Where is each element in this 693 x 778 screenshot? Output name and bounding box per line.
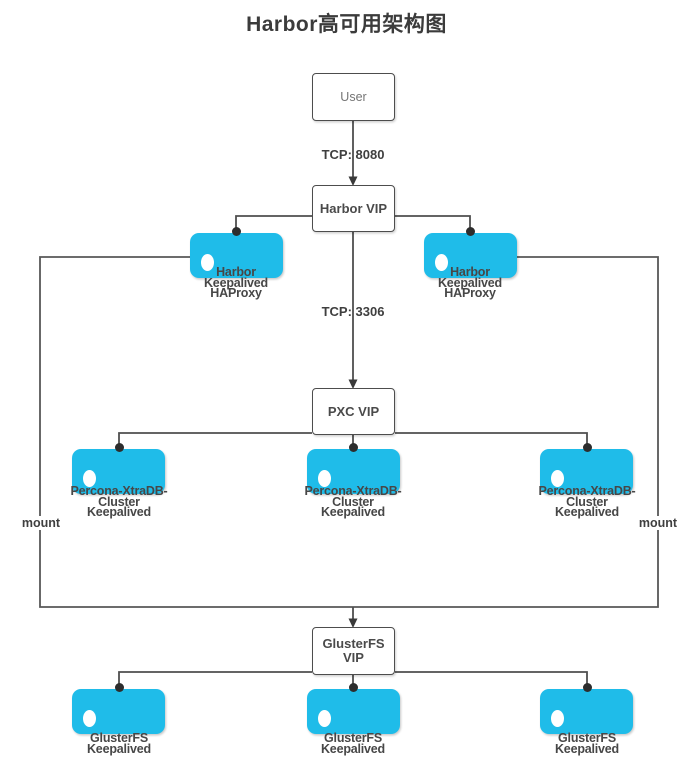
server-led-icon xyxy=(318,710,331,727)
server-icon-percona-left xyxy=(72,449,165,494)
junction-dot xyxy=(231,226,241,236)
server-led-icon xyxy=(201,254,214,271)
junction-dot xyxy=(582,443,592,452)
server-led-icon xyxy=(83,710,96,727)
edge-glustervip-left-server xyxy=(118,671,312,688)
arrowhead-harborvip xyxy=(348,176,358,186)
diagram-title: Harbor高可用架构图 xyxy=(246,13,447,36)
mount-label-left: mount xyxy=(19,516,63,530)
server-icon-glusterfs-left xyxy=(72,689,165,734)
server-icon-glusterfs-right xyxy=(540,689,633,734)
server-led-icon xyxy=(318,470,331,487)
server-label-glusterfs-right: GlusterFS Keepalived xyxy=(554,731,619,756)
server-icon-harbor-right xyxy=(424,233,517,278)
junction-dot xyxy=(114,443,124,452)
node-pxc-vip: PXC VIP xyxy=(312,388,395,435)
edge-glustervip-right-server xyxy=(395,671,588,688)
edge-pxcvip-left-server xyxy=(118,432,312,448)
server-led-icon xyxy=(551,710,564,727)
edge-harborvip-right-server xyxy=(395,215,471,231)
junction-dot xyxy=(465,226,475,236)
server-label-harbor-left: Harbor Keepalived HAProxy xyxy=(203,265,268,300)
edge-enclosure-rect xyxy=(39,256,659,608)
junction-dot xyxy=(582,683,592,692)
arrowhead-glustervip xyxy=(348,618,358,628)
server-icon-percona-right xyxy=(540,449,633,494)
server-icon-percona-mid xyxy=(307,449,400,494)
server-label-glusterfs-left: GlusterFS Keepalived xyxy=(86,731,151,756)
server-label-percona-right: Percona-XtraDB- Cluster Keepalived xyxy=(538,484,636,519)
server-label-percona-mid: Percona-XtraDB- Cluster Keepalived xyxy=(304,484,402,519)
arrowhead-pxcvip xyxy=(348,379,358,389)
server-icon-harbor-left xyxy=(190,233,283,278)
server-led-icon xyxy=(83,470,96,487)
edge-harborvip-left-server xyxy=(235,215,312,231)
junction-dot xyxy=(114,683,124,692)
edge-label-tcp-8080: TCP: 8080 xyxy=(321,147,385,162)
server-led-icon xyxy=(551,470,564,487)
server-label-harbor-right: Harbor Keepalived HAProxy xyxy=(437,265,502,300)
server-label-glusterfs-mid: GlusterFS Keepalived xyxy=(320,731,385,756)
node-user: User xyxy=(312,73,395,121)
server-icon-glusterfs-mid xyxy=(307,689,400,734)
server-led-icon xyxy=(435,254,448,271)
junction-dot xyxy=(348,683,358,692)
edge-label-tcp-3306: TCP: 3306 xyxy=(321,304,385,319)
node-harbor-vip: Harbor VIP xyxy=(312,185,395,232)
junction-dot xyxy=(348,443,358,452)
node-glusterfs-vip: GlusterFS VIP xyxy=(312,627,395,675)
server-label-percona-left: Percona-XtraDB- Cluster Keepalived xyxy=(70,484,168,519)
mount-label-right: mount xyxy=(636,516,680,530)
edge-pxcvip-right-server xyxy=(395,432,588,448)
